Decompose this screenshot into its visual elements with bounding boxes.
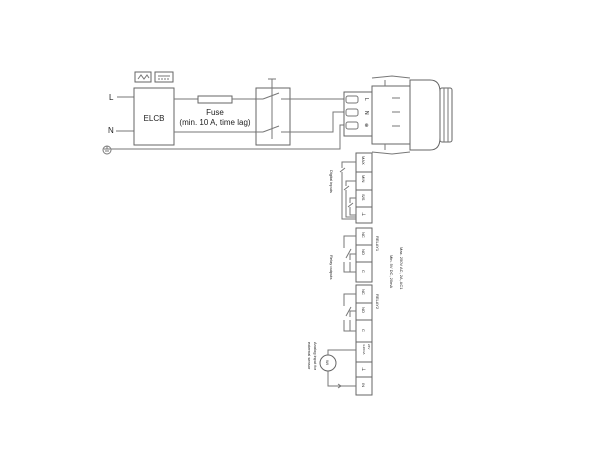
- analog-input-title-2: external sensor: [307, 342, 312, 370]
- sensor-label: WI: [325, 360, 330, 365]
- digital-inputs-title: Digital inputs: [329, 170, 334, 193]
- elcb-box: [133, 87, 175, 146]
- fuse-spec: (min. 10 A, time lag): [179, 118, 250, 127]
- relay2-c: C: [361, 329, 366, 332]
- relay1-c: C: [361, 270, 366, 273]
- relay2-terminals: NC NO C: [343, 284, 373, 343]
- elcb-label: ELCB: [144, 114, 165, 123]
- terminal-min: MIN: [361, 175, 366, 182]
- relay1-nc: NC: [361, 232, 366, 238]
- terminal-gnd: ⊥: [360, 212, 366, 216]
- main-switch: [255, 78, 291, 146]
- relay1-no: NO: [361, 249, 366, 255]
- relay-rating-max: Max. 250V AC, 2A, AC1: [399, 247, 404, 290]
- elcb-symbol-icons: [134, 71, 174, 83]
- ground-icon: [102, 145, 112, 155]
- relay2-no: NO: [361, 307, 366, 313]
- terminal-analog-gnd: ⊥: [360, 367, 366, 371]
- terminal-max: MAX: [361, 156, 366, 165]
- power-connector: L N ⊕: [343, 75, 453, 155]
- relay1-label: RELAY1: [375, 236, 380, 252]
- fuse: [197, 95, 233, 104]
- relay-outputs-title: Relay outputs: [329, 255, 334, 279]
- fuse-label: Fuse: [206, 108, 224, 117]
- terminal-in: IN: [361, 383, 366, 387]
- neutral-label: N: [108, 126, 114, 135]
- relay2-label: RELAY2: [375, 294, 380, 310]
- connector-label-l: L: [363, 98, 369, 101]
- sensor-icon: [319, 354, 337, 372]
- connector-label-n: N: [363, 111, 369, 115]
- terminal-ss: S/S: [361, 194, 366, 201]
- ground-wire: [111, 124, 346, 150]
- terminal-24v: 24V: [367, 344, 371, 349]
- analog-input-terminals: 24V 4-20mA ⊥ IN WI: [319, 341, 373, 396]
- relay2-nc: NC: [361, 289, 366, 295]
- digital-input-terminals: MAX MIN S/S ⊥: [339, 152, 373, 224]
- connector-label-ground: ⊕: [363, 123, 369, 127]
- relay1-terminals: NC NO C: [343, 227, 373, 283]
- line-label: L: [109, 93, 114, 102]
- analog-input-title-1: Analog input for: [313, 342, 318, 371]
- relay-rating-min: Min. 5V DC, 20mA: [389, 255, 394, 288]
- terminal-4-20ma: 4-20mA: [362, 344, 366, 355]
